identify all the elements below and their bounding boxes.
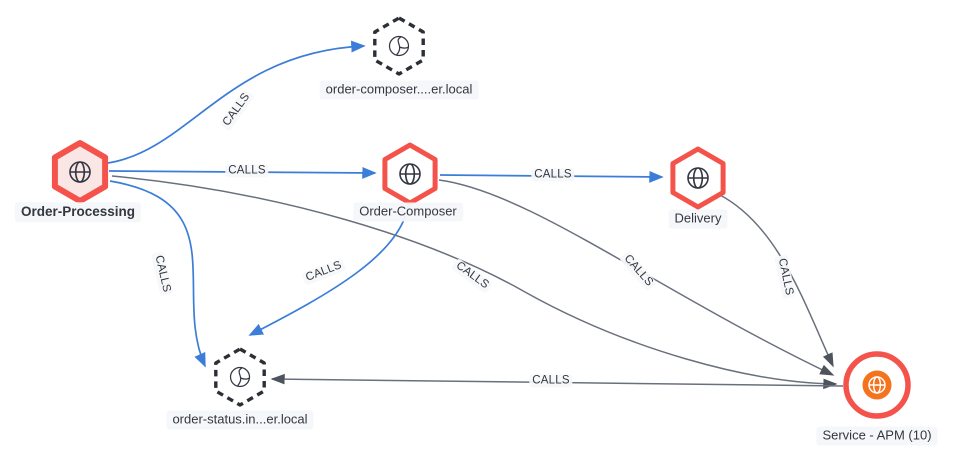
edge-order-composer-to-service-apm [438, 179, 835, 376]
edge-delivery-to-service-apm [719, 194, 834, 368]
node-delivery[interactable] [670, 146, 726, 210]
edge-order-composer-to-order-status-external [248, 205, 409, 336]
globe-icon [69, 161, 91, 183]
globe-outline-icon [388, 35, 410, 57]
node-label-order-processing[interactable]: Order-Processing [14, 202, 142, 222]
globe-outline-icon [229, 366, 251, 388]
node-label-order-composer[interactable]: Order-Composer [353, 202, 463, 222]
globe-icon [687, 167, 709, 189]
edge-order-processing-to-order-status-external [109, 180, 206, 368]
node-label-service-apm[interactable]: Service - APM (10) [816, 426, 938, 446]
edge-label-calls: CALLS [531, 168, 575, 182]
edge-order-processing-to-service-apm [111, 175, 838, 390]
globe-icon [399, 163, 421, 185]
node-label-delivery[interactable]: Delivery [668, 209, 728, 229]
node-order-status-external[interactable] [214, 347, 266, 407]
edge-label-calls: CALLS [225, 164, 269, 178]
node-label-order-composer-external[interactable]: order-composer....er.local [319, 80, 479, 100]
node-order-processing[interactable] [51, 140, 109, 204]
globe-icon [868, 376, 886, 394]
node-order-composer-external[interactable] [373, 16, 425, 76]
node-service-apm-group[interactable] [843, 351, 911, 419]
node-label-order-status-external[interactable]: order-status.in...er.local [166, 410, 314, 430]
node-order-composer[interactable] [382, 142, 438, 206]
edge-label-calls: CALLS [529, 374, 573, 388]
edge-order-processing-to-order-composer-external [107, 40, 366, 164]
